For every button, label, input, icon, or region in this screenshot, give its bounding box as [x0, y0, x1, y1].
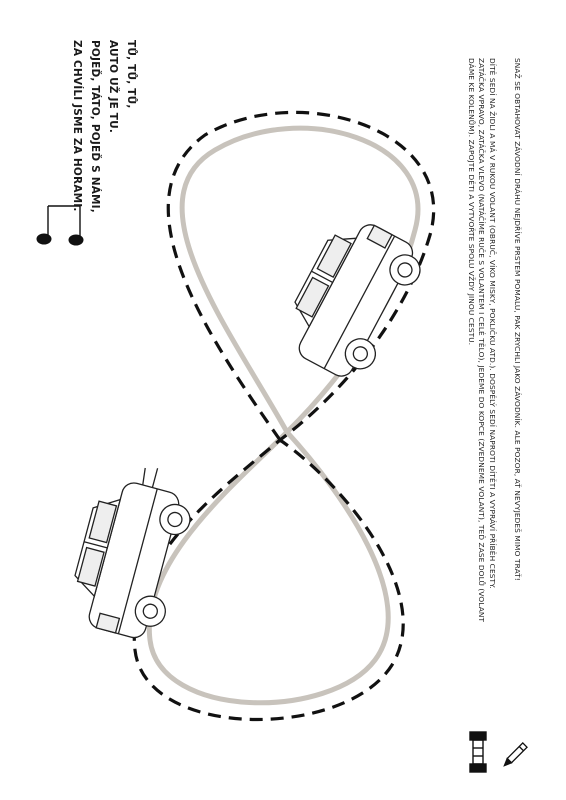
dumbbell-icon: [469, 731, 487, 773]
instructions-line-3: DÁME KE KOLENŮM). ZAPOJTE DĚTI A VYTVOŘT…: [466, 58, 476, 346]
rhyme-block: TŮ, TŮ, TŮ, AUTO UŽ JE TU. POJEĎ, TÁTO, …: [68, 40, 140, 230]
track-outline: [146, 125, 421, 706]
music-note-icon: [36, 205, 84, 246]
dashed-race-line[interactable]: [132, 110, 436, 721]
rhyme-line-3: POJEĎ, TÁTO, POJEĎ S NÁMI,: [89, 40, 101, 213]
car-illustration-upper: [294, 224, 421, 377]
rhyme-line-1: TŮ, TŮ, TŮ,: [125, 40, 137, 109]
rhyme-line-2: AUTO UŽ JE TU.: [107, 40, 119, 134]
instructions-line-1: DÍTĚ SEDÍ NA ŽIDLI A MÁ V RUKOU VOLANT (…: [488, 58, 497, 589]
tracing-instruction: SNAŽ SE OBTAHOVAT ZÁVODNÍ DRÁHU NEJDŘÍVE…: [513, 58, 522, 581]
car-illustration-lower: [74, 467, 191, 639]
pencil-icon: [503, 742, 528, 767]
rhyme-line-4: ZA CHVÍLI JSME ZA HORAMI.: [71, 40, 83, 212]
instructions-paragraph-2: SNAŽ SE OBTAHOVAT ZÁVODNÍ DRÁHU NEJDŘÍVE…: [511, 58, 522, 748]
instructions-line-2: ZATÁČKA VPRAVO, ZATÁČKA VLEVO (NATÁČÍME …: [477, 58, 487, 623]
instructions-paragraph-1: DÍTĚ SEDÍ NA ŽIDLI A MÁ V RUKOU VOLANT (…: [465, 58, 497, 748]
